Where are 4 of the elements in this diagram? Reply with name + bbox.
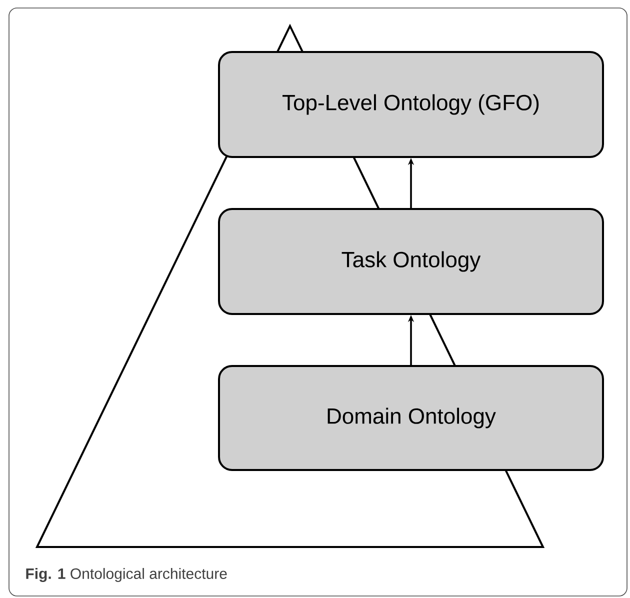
ontology-box: Top-Level Ontology (GFO) <box>218 51 604 158</box>
ontology-box: Task Ontology <box>218 208 604 315</box>
caption: Fig. 1 Ontological architecture <box>26 568 227 582</box>
ontology-box: Domain Ontology <box>218 365 604 471</box>
